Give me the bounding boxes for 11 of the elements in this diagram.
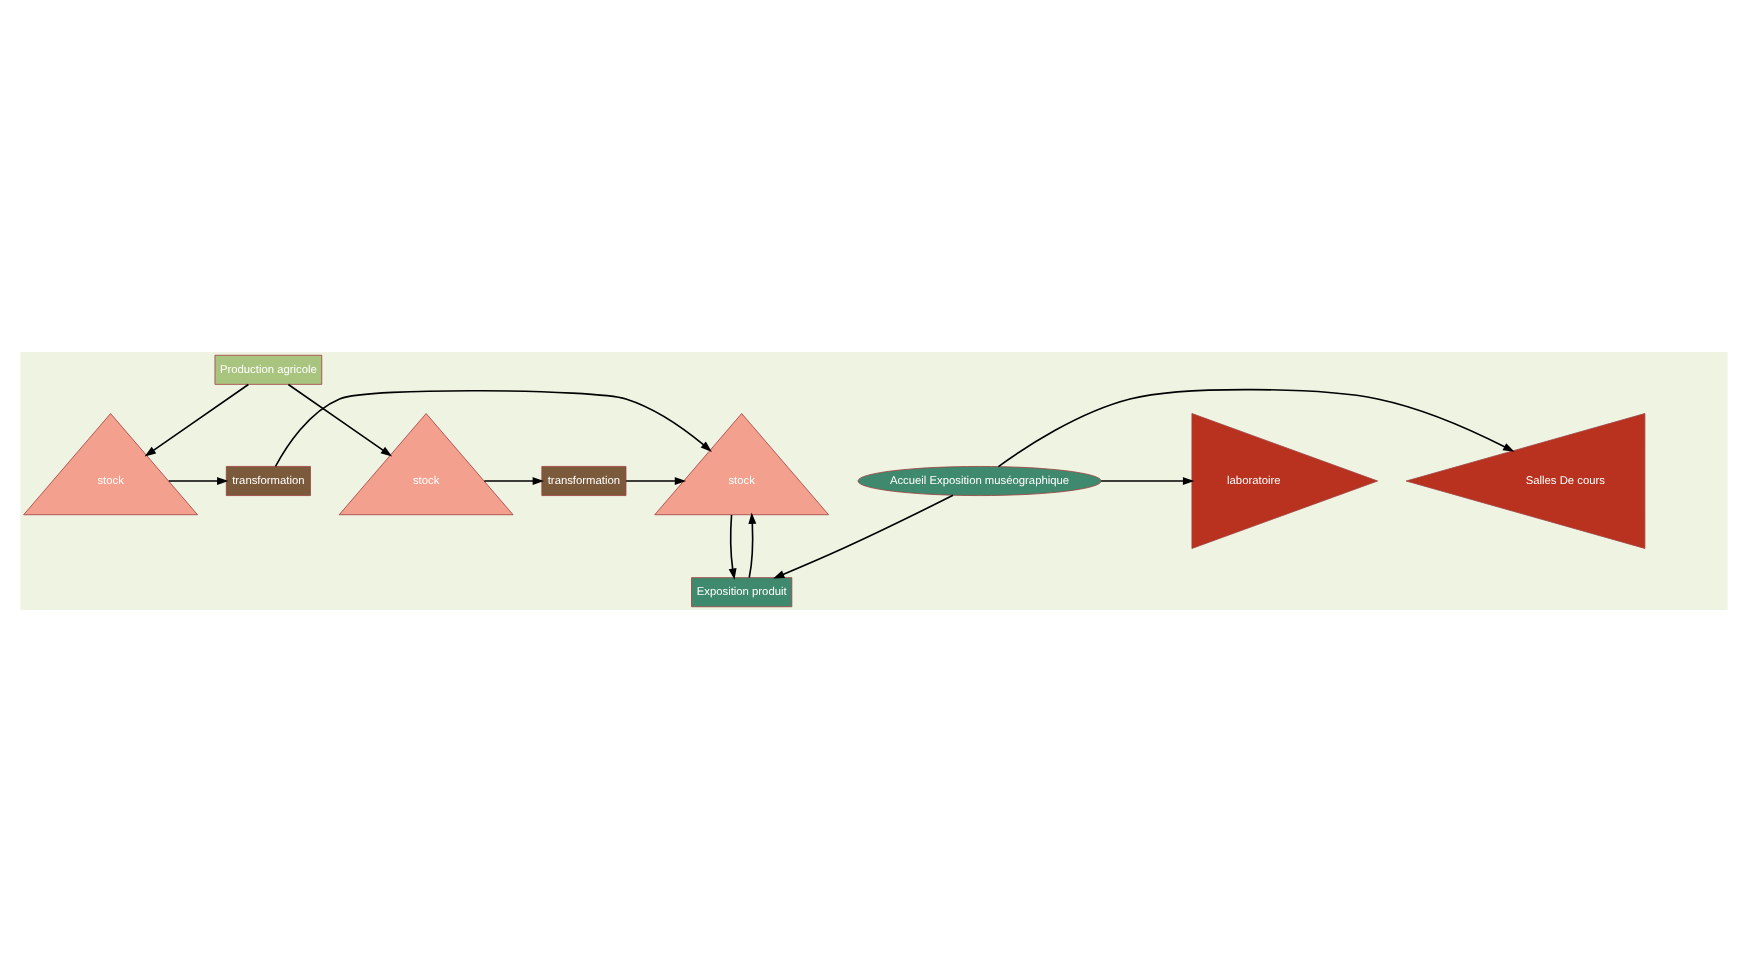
arrow	[1100, 477, 1195, 485]
arrow	[997, 388, 1515, 468]
arrow	[287, 383, 393, 457]
arrow	[625, 477, 687, 485]
arrow	[773, 494, 954, 579]
arrow	[168, 477, 229, 485]
arrow	[728, 514, 737, 580]
arrow	[483, 477, 544, 485]
arrow	[274, 389, 712, 468]
arrow	[144, 383, 250, 457]
arrow	[748, 512, 757, 579]
